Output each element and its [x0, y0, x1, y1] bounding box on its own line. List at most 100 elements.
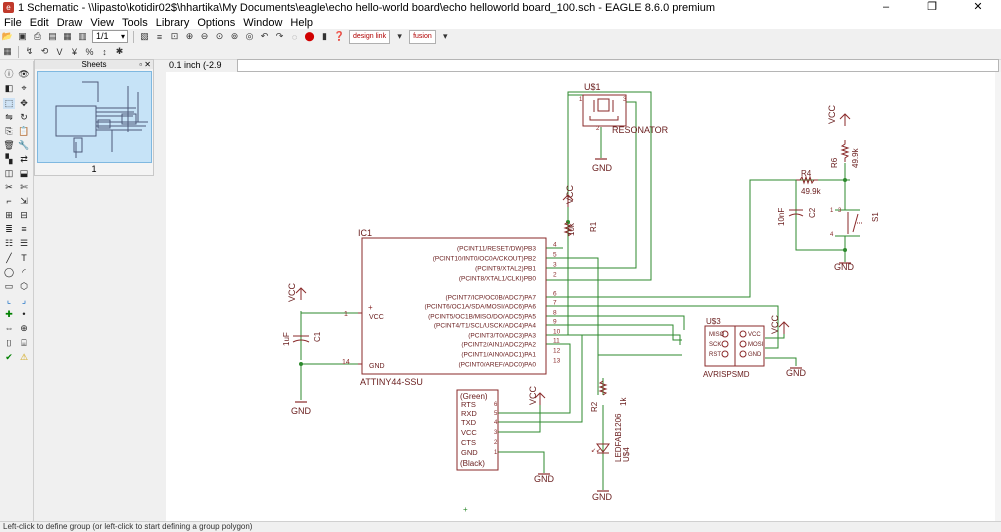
menu-library[interactable]: Library	[155, 16, 190, 29]
resistor-r4[interactable]: R4 49.9k	[796, 169, 822, 196]
menu-options[interactable]: Options	[197, 16, 236, 29]
gateswap-icon[interactable]: ¥	[71, 46, 77, 57]
paste-icon[interactable]: 📋	[18, 126, 30, 136]
split-icon[interactable]: ✂	[5, 182, 13, 192]
rotate-icon[interactable]: ↻	[20, 112, 28, 122]
sheet-thumbnail[interactable]	[37, 71, 152, 163]
label-tool-icon[interactable]: ⊕	[20, 323, 28, 333]
erc-icon[interactable]: ☷	[4, 238, 14, 248]
print-icon[interactable]: ⎙	[33, 31, 42, 41]
resonator-u1[interactable]: U$1 RESONATOR 1 2 3	[579, 82, 669, 135]
zoom-prev-icon[interactable]: ⊙	[215, 31, 224, 41]
warning-icon[interactable]: ⚠	[19, 352, 29, 362]
pinswap-icon[interactable]: ⇔	[4, 323, 14, 333]
wire-icon[interactable]: ╱	[6, 253, 12, 263]
avrisp-u3[interactable]: U$3 AVRISPSMD MISO SCK RST VCC MOSI GND	[703, 317, 765, 379]
add-icon[interactable]: ✚	[5, 309, 13, 319]
wire-style-icon[interactable]: ↯	[25, 46, 34, 56]
chevron-down-icon[interactable]: ▾	[443, 31, 448, 41]
display-icon[interactable]: ◧	[4, 83, 14, 93]
text-icon[interactable]: T	[21, 253, 27, 263]
label-icon[interactable]: ⊟	[20, 210, 28, 220]
replace-icon[interactable]: ▚	[5, 154, 13, 164]
save-icon[interactable]: ▣	[18, 31, 27, 41]
cut-icon[interactable]: ✄	[20, 182, 28, 192]
sheet-icon[interactable]: ▥	[78, 31, 87, 41]
frame-icon[interactable]: ⌸	[21, 338, 27, 348]
group-select-icon[interactable]: ⬚	[3, 98, 15, 109]
resistor-r6[interactable]: R6 49.9k	[830, 140, 860, 168]
info-icon[interactable]: ⓘ	[4, 69, 14, 79]
script-icon[interactable]: ▧	[140, 31, 149, 41]
close-button[interactable]: ✕	[973, 1, 983, 13]
help-icon[interactable]: ❓	[333, 31, 346, 41]
bus-tool-icon[interactable]: ⌟	[21, 295, 27, 305]
capacitor-c1[interactable]: 1uF C1	[282, 331, 322, 346]
zoom-select-icon[interactable]: ⊚	[230, 31, 239, 41]
redo-icon[interactable]: ↷	[275, 31, 284, 41]
open-icon[interactable]: 📂	[1, 31, 14, 41]
led-u4[interactable]: ↙↙ U$4 LEDFAB1206	[591, 413, 631, 462]
vertical-scrollbar[interactable]	[995, 72, 1001, 521]
minimize-button[interactable]: –	[882, 1, 890, 13]
invoke-icon[interactable]: ◫	[4, 168, 14, 178]
net-list-icon[interactable]: ≡	[21, 224, 27, 234]
stop-icon[interactable]: ⬤	[304, 31, 315, 41]
menu-help[interactable]: Help	[290, 16, 314, 29]
ic1-symbol[interactable]: IC1 ATTINY44-SSU + VCC GND 1 14	[342, 228, 547, 387]
misc-icon[interactable]: ↕	[102, 46, 107, 57]
gateswap-tool-icon[interactable]: ⇄	[20, 154, 28, 164]
switch-s1[interactable]: 1 2 3 4 S1	[830, 205, 880, 238]
menu-draw[interactable]: Draw	[56, 16, 83, 29]
capacitor-c2[interactable]: 10nF C2	[777, 180, 817, 226]
move-icon[interactable]: ✥	[20, 98, 28, 108]
command-input[interactable]	[237, 59, 999, 72]
ftdi-header[interactable]: (Green) (Black)	[456, 389, 499, 471]
zoom-fit-icon[interactable]: ⊡	[170, 31, 179, 41]
copy-icon[interactable]: ⎘	[5, 126, 13, 136]
go-icon[interactable]: ▮	[322, 31, 327, 41]
bend-icon[interactable]: ⟲	[40, 46, 49, 56]
mark-icon[interactable]: ⌖	[21, 83, 27, 93]
cancel-icon[interactable]: ◌	[291, 31, 298, 42]
resistor-r2[interactable]: R2 1k	[590, 380, 628, 412]
net-icon[interactable]: ⌞	[6, 295, 12, 305]
bus-icon[interactable]: ≣	[5, 224, 13, 234]
menu-edit[interactable]: Edit	[29, 16, 49, 29]
check-icon[interactable]: ✔	[5, 352, 13, 362]
maximize-button[interactable]: ❐	[927, 1, 937, 13]
sheet-select[interactable]: 1/1	[92, 30, 128, 43]
mirror-icon[interactable]: ⇋	[5, 112, 13, 122]
optimize-icon[interactable]: ⇲	[20, 196, 28, 206]
circle-icon[interactable]: ◯	[3, 267, 15, 277]
zoom-last-icon[interactable]: ◎	[245, 31, 254, 41]
chevron-down-icon[interactable]: ▾	[397, 31, 402, 41]
resistor-r1[interactable]: 10k R1	[563, 221, 598, 237]
rectangle-icon[interactable]: ▭	[4, 281, 14, 291]
menu-tools[interactable]: Tools	[122, 16, 148, 29]
show-icon[interactable]: 👁	[18, 69, 30, 79]
miter-icon[interactable]: ⌐	[6, 196, 12, 206]
schematic-canvas[interactable]: IC1 ATTINY44-SSU + VCC GND 1 14 (PCINT11…	[166, 72, 999, 521]
smash-tool-icon[interactable]: ⬓	[19, 168, 29, 178]
smash-icon[interactable]: %	[85, 46, 94, 57]
close-icon[interactable]: ▫ ✕	[139, 60, 151, 69]
delete-icon[interactable]: 🗑	[3, 140, 15, 150]
menu-file[interactable]: File	[4, 16, 22, 29]
board-icon[interactable]: ▦	[63, 31, 72, 41]
menu-view[interactable]: View	[90, 16, 115, 29]
arc-icon[interactable]: ◜	[22, 267, 26, 277]
design-link-button[interactable]: design link	[349, 29, 391, 44]
polygon-icon[interactable]: ⬡	[20, 281, 28, 291]
cam-icon[interactable]: ▤	[48, 31, 57, 41]
fusion-button[interactable]: fusion	[409, 29, 436, 44]
menu-window[interactable]: Window	[243, 16, 283, 29]
zoom-out-icon[interactable]: ⊖	[200, 31, 209, 41]
attribute-icon[interactable]: ☰	[19, 238, 29, 248]
zoom-in-icon[interactable]: ⊕	[185, 31, 194, 41]
value-icon[interactable]: V	[56, 46, 63, 57]
undo-icon[interactable]: ↶	[260, 31, 269, 41]
grid-icon[interactable]: ▦	[3, 46, 12, 56]
junction-icon[interactable]: •	[22, 309, 26, 319]
wrench-icon[interactable]: 🔧	[18, 140, 30, 150]
